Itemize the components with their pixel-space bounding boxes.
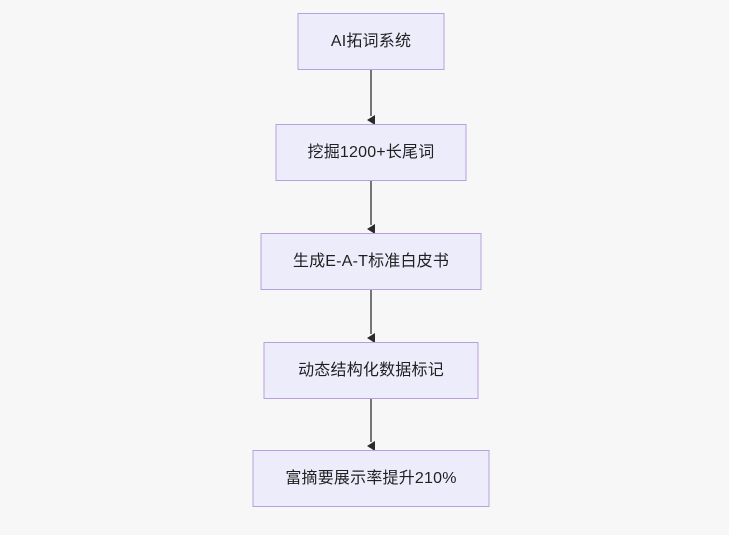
flow-node-ai-keyword-system[interactable]: AI拓词系统	[297, 13, 445, 70]
flow-node-dynamic-structured-data-markup[interactable]: 动态结构化数据标记	[263, 342, 479, 399]
flow-node-label: 动态结构化数据标记	[298, 361, 444, 379]
flow-node-label: 生成E-A-T标准白皮书	[292, 252, 450, 270]
flow-node-mine-longtail-keywords[interactable]: 挖掘1200+长尾词	[275, 124, 467, 181]
flow-node-label: 富摘要展示率提升210%	[285, 469, 457, 487]
flow-node-rich-snippet-impression-uplift[interactable]: 富摘要展示率提升210%	[252, 450, 490, 507]
flow-node-label: 挖掘1200+长尾词	[307, 143, 435, 161]
flow-node-generate-eat-whitepaper[interactable]: 生成E-A-T标准白皮书	[260, 233, 482, 290]
flow-node-label: AI拓词系统	[330, 32, 412, 50]
